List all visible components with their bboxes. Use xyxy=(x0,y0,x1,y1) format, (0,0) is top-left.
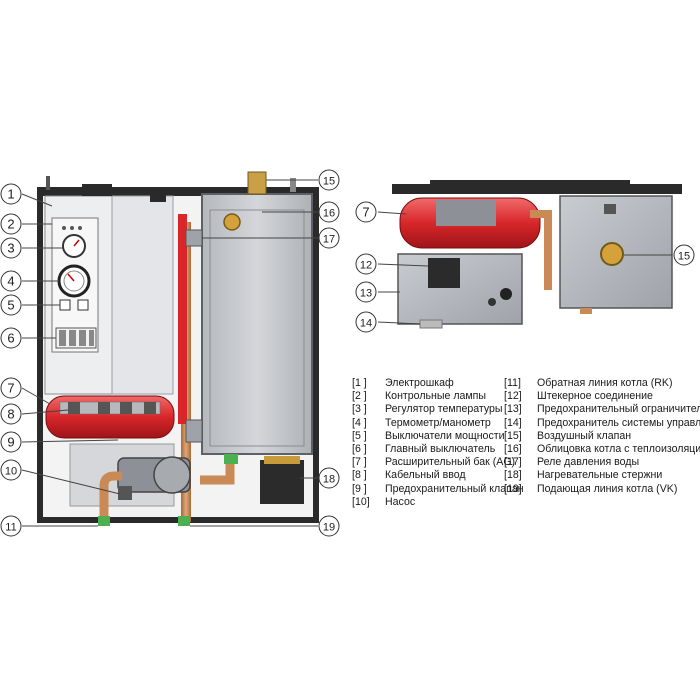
callout-15: 15 xyxy=(318,169,340,191)
top-boiler-box xyxy=(559,195,673,309)
callout-11: 11 xyxy=(0,515,22,537)
heating-rods xyxy=(260,460,304,504)
legend-item: [1 ]Электрошкаф xyxy=(352,377,454,389)
svg-text:7: 7 xyxy=(362,205,369,220)
callout-10: 10 xyxy=(0,459,22,481)
svg-text:5: 5 xyxy=(7,298,14,313)
svg-text:11: 11 xyxy=(5,522,16,534)
callout-top-13: 13 xyxy=(355,281,377,303)
svg-text:15: 15 xyxy=(678,251,690,263)
svg-text:19: 19 xyxy=(323,522,335,534)
return-pipe xyxy=(99,471,122,520)
callout-8: 8 xyxy=(0,403,22,425)
svg-text:13: 13 xyxy=(360,288,372,300)
pump-motor xyxy=(153,456,191,494)
pressure-switch xyxy=(185,229,203,247)
svg-text:18: 18 xyxy=(323,474,335,486)
svg-text:9: 9 xyxy=(7,435,14,450)
boiler-inner-panel xyxy=(209,209,305,447)
leader-lines-front xyxy=(21,179,318,527)
svg-text:15: 15 xyxy=(323,176,335,188)
svg-text:14: 14 xyxy=(360,318,372,330)
legend-item: [9 ]Предохранительный клапан xyxy=(352,482,524,495)
legend-item: [7 ]Расширительный бак (AG) xyxy=(352,456,516,469)
callout-5: 5 xyxy=(0,294,22,316)
callout-top-14: 14 xyxy=(355,311,377,333)
heater-pipe xyxy=(200,462,235,485)
svg-text:16: 16 xyxy=(323,208,335,220)
top-frame-bar xyxy=(392,184,682,194)
svg-text:10: 10 xyxy=(5,466,17,478)
cable-glands xyxy=(68,402,156,414)
legend-item: [2 ]Контрольные лампы xyxy=(352,390,487,403)
top-copper-pipe xyxy=(530,210,552,290)
svg-text:2: 2 xyxy=(7,217,14,232)
svg-text:6: 6 xyxy=(7,331,14,346)
front-view xyxy=(21,171,319,527)
callout-top-12: 12 xyxy=(355,253,377,275)
legend-item: [5 ]Выключатели мощности xyxy=(352,429,505,442)
control-lamps xyxy=(62,226,82,230)
legend-item: [15]Воздушный клапан xyxy=(504,429,632,442)
cabinet-top-cap-2 xyxy=(150,192,166,202)
callout-4: 4 xyxy=(0,270,22,292)
svg-text:12: 12 xyxy=(360,260,372,272)
leader-lines-top xyxy=(377,211,672,325)
callout-top-7: 7 xyxy=(355,201,377,223)
lower-fitting xyxy=(185,419,203,443)
legend-item: [8 ]Кабельный ввод xyxy=(352,469,466,482)
legend-item: [4 ]Термометр/манометр xyxy=(352,416,491,429)
legend-item: [13]Предохранительный ограничитель xyxy=(504,403,700,416)
legend-item: [6 ]Главный выключатель xyxy=(352,442,496,455)
boiler-casing xyxy=(201,193,313,455)
legend-item: [14]Предохранитель системы управления xyxy=(504,416,700,429)
top-safety-limiter xyxy=(500,288,512,300)
callout-6: 6 xyxy=(0,327,22,349)
svg-text:3: 3 xyxy=(7,241,14,256)
cable-gland-top xyxy=(46,176,50,190)
callout-1: 1 xyxy=(0,183,22,205)
callout-19: 19 xyxy=(318,515,340,537)
svg-text:4: 4 xyxy=(7,274,14,289)
legend-right-column: [11]Обратная линия котла (RK) [12]Штекер… xyxy=(504,377,700,496)
callout-top-15: 15 xyxy=(673,244,695,266)
svg-text:8: 8 xyxy=(7,407,14,422)
legend-item: [17]Реле давления воды xyxy=(504,456,640,469)
callout-18: 18 xyxy=(318,467,340,489)
top-plug-connector xyxy=(428,258,460,288)
fitting-return xyxy=(98,516,110,526)
legend-item: [19]Подающая линия котла (VK) xyxy=(504,482,678,495)
legend-item: [12]Штекерное соединение xyxy=(504,390,653,403)
svg-text:7: 7 xyxy=(7,381,14,396)
legend-left-column: [1 ]Электрошкаф [2 ]Контрольные лампы [3… xyxy=(352,377,524,509)
frame-top-bar xyxy=(40,188,316,196)
cabinet-door-seam xyxy=(111,195,174,395)
air-valve xyxy=(247,171,267,195)
callouts: 1 2 3 4 5 6 7 8 9 10 11 15 16 17 18 19 7… xyxy=(0,169,695,537)
boiler-port xyxy=(223,213,241,231)
svg-text:1: 1 xyxy=(7,187,14,202)
callout-9: 9 xyxy=(0,431,22,453)
svg-text:17: 17 xyxy=(323,234,335,246)
legend-item: [16]Облицовка котла с теплоизоляцией xyxy=(504,442,700,455)
legend-item: [10]Насос xyxy=(352,495,416,508)
legend-item: [3 ]Регулятор температуры xyxy=(352,403,503,416)
top-air-valve xyxy=(600,242,624,266)
legend-item: [18]Нагревательные стержни xyxy=(504,469,663,482)
red-connection-pipe xyxy=(178,214,187,424)
legend-item: [11]Обратная линия котла (RK) xyxy=(504,377,673,389)
fitting-supply xyxy=(178,516,190,526)
callout-2: 2 xyxy=(0,213,22,235)
callout-3: 3 xyxy=(0,237,22,259)
callout-17: 17 xyxy=(318,227,340,249)
callout-16: 16 xyxy=(318,201,340,223)
top-view xyxy=(377,180,682,329)
cabinet-top-cap xyxy=(82,184,112,196)
callout-7: 7 xyxy=(0,377,22,399)
main-switch xyxy=(55,327,97,349)
